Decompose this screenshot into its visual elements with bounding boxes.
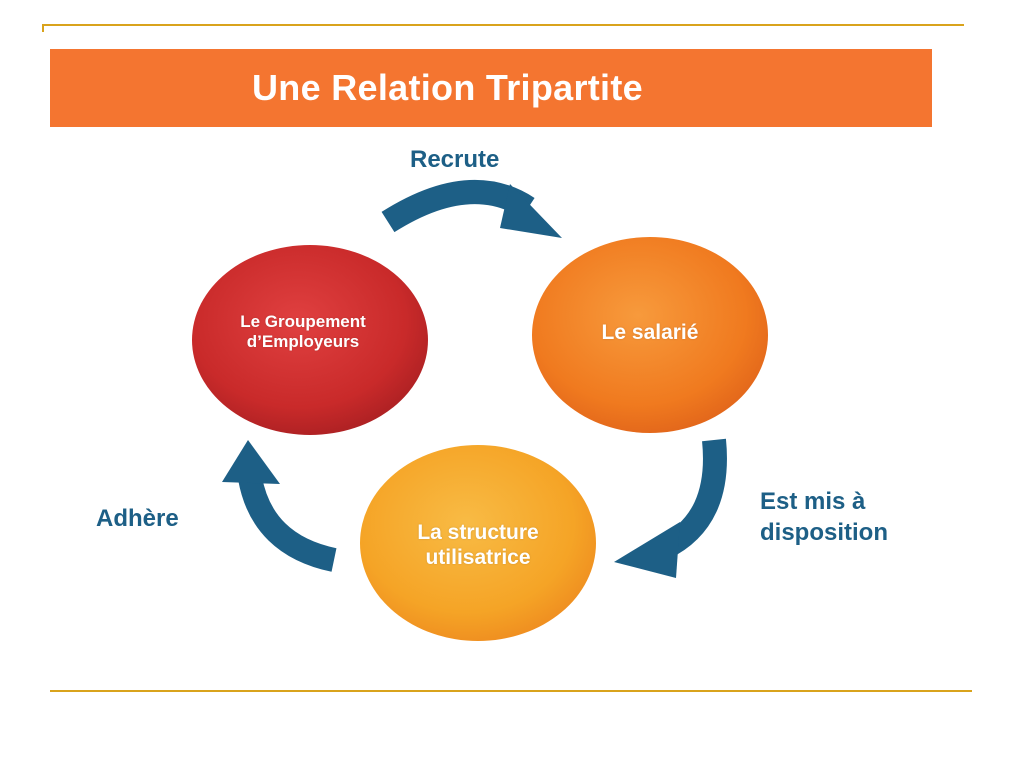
node-structure-line2: utilisatrice <box>425 546 531 570</box>
top-rule <box>42 24 964 26</box>
node-salarie-circle <box>532 237 768 433</box>
edge-label-mise-a-disposition: Est mis à disposition <box>760 486 888 548</box>
node-salarie-text: Le salarié <box>601 321 699 344</box>
node-salarie-label: Le salarié <box>560 320 740 345</box>
edge-label-recrute: Recrute <box>410 146 500 173</box>
arrow-recrute <box>381 180 562 238</box>
node-groupement-line2: d’Employeurs <box>246 332 360 352</box>
edge-label-adhere: Adhère <box>96 505 179 532</box>
bottom-rule <box>50 690 972 692</box>
node-groupement-circle <box>192 245 428 435</box>
arrow-mise-a-disposition <box>614 438 727 578</box>
arrow-adhere <box>222 440 337 572</box>
edge-label-mise-line1: Est mis à <box>760 488 866 515</box>
diagram-title: Une Relation Tripartite <box>252 67 643 108</box>
title-banner: Une Relation Tripartite <box>50 49 932 127</box>
top-rule-tick <box>42 24 44 32</box>
edge-label-mise-line2: disposition <box>760 519 888 547</box>
node-groupement-label: Le Groupement d’Employeurs <box>205 312 401 353</box>
node-structure-label: La structure utilisatrice <box>385 520 571 570</box>
node-groupement-line1: Le Groupement <box>240 312 366 331</box>
node-structure-circle <box>360 445 596 641</box>
node-structure-line1: La structure <box>417 521 539 544</box>
